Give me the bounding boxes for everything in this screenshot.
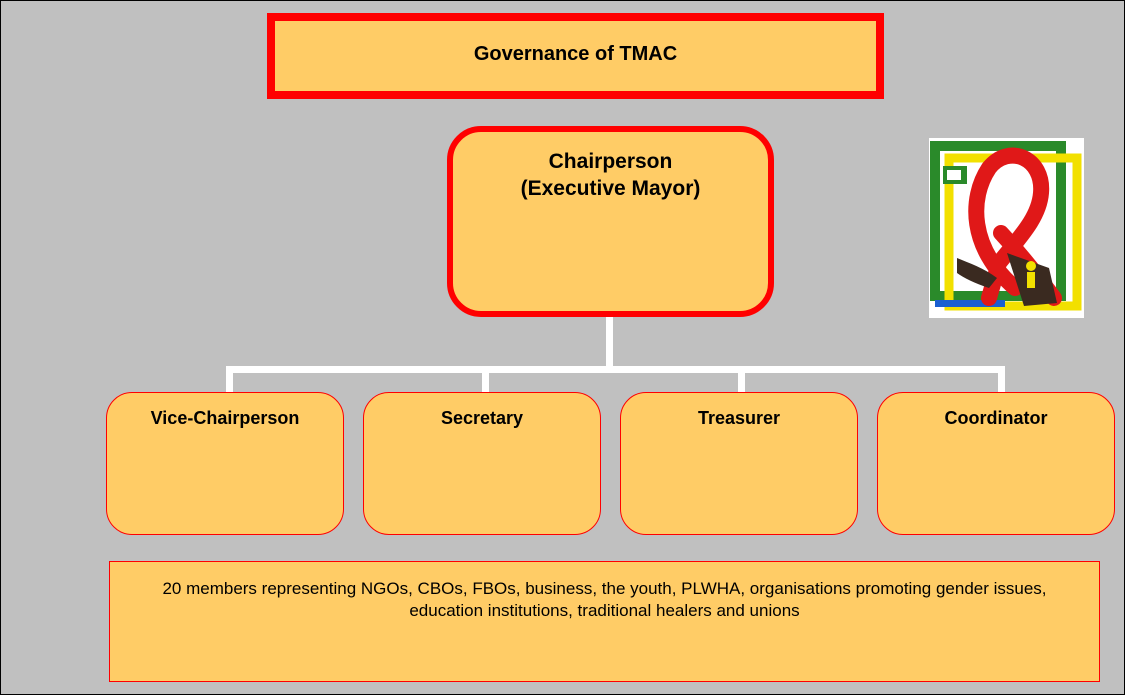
connector-drop-3 <box>738 366 745 392</box>
secretary-box: Secretary <box>363 392 601 535</box>
coordinator-box: Coordinator <box>877 392 1115 535</box>
chairperson-subtitle: (Executive Mayor) <box>520 177 701 200</box>
chairperson-box: Chairperson (Executive Mayor) <box>447 126 774 317</box>
role-label: Treasurer <box>697 408 781 428</box>
members-description: 20 members representing NGOs, CBOs, FBOs… <box>162 579 1047 620</box>
connector-drop-4 <box>998 366 1005 392</box>
role-label: Coordinator <box>944 408 1048 428</box>
treasurer-box: Treasurer <box>620 392 858 535</box>
vice-chairperson-box: Vice-Chairperson <box>106 392 344 535</box>
chairperson-label: Chairperson <box>548 150 673 173</box>
title-box: Governance of TMAC <box>267 13 884 99</box>
connector-horizontal <box>226 366 1005 373</box>
diagram-title: Governance of TMAC <box>473 43 678 65</box>
connector-vertical-main <box>606 317 613 369</box>
role-label: Vice-Chairperson <box>150 408 300 428</box>
role-label: Secretary <box>440 408 524 428</box>
members-box: 20 members representing NGOs, CBOs, FBOs… <box>109 561 1100 682</box>
connector-drop-2 <box>482 366 489 392</box>
connector-drop-1 <box>226 366 233 392</box>
red-ribbon-logo-icon <box>929 138 1084 318</box>
